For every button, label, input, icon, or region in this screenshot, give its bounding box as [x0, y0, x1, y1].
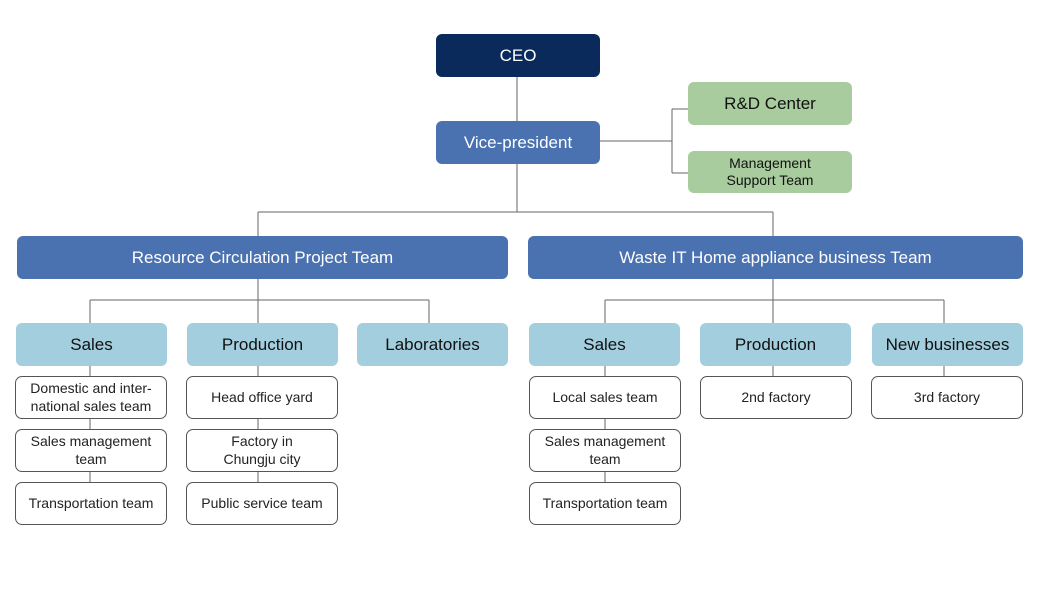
- team-b-sales-unit: Transportation team: [529, 482, 681, 525]
- management-support-box: Management Support Team: [688, 151, 852, 193]
- rd-center-label: R&D Center: [724, 93, 816, 113]
- team-b-new-businesses-label: New businesses: [885, 334, 1010, 354]
- team-b-new-business-unit: 3rd factory: [871, 376, 1023, 419]
- team-a-production-unit: Head office yard: [186, 376, 338, 419]
- management-support-label: Management Support Team: [726, 155, 814, 188]
- team-waste-it-label: Waste IT Home appliance business Team: [619, 247, 932, 267]
- rd-center-box: R&D Center: [688, 82, 852, 125]
- team-b-sales-dept: Sales: [529, 323, 680, 366]
- team-a-sales-label: Sales: [70, 334, 113, 354]
- team-a-laboratories-label: Laboratories: [385, 334, 480, 354]
- team-a-production-label: Production: [221, 334, 304, 354]
- team-b-sales-label: Sales: [583, 334, 626, 354]
- team-b-production-unit: 2nd factory: [700, 376, 852, 419]
- team-b-production-dept: Production: [700, 323, 851, 366]
- team-resource-circulation: Resource Circulation Project Team: [17, 236, 508, 279]
- team-a-sales-unit: Domestic and inter-national sales team: [15, 376, 167, 419]
- team-b-new-businesses-dept: New businesses: [872, 323, 1023, 366]
- ceo-box: CEO: [436, 34, 600, 77]
- team-a-sales-unit: Sales management team: [15, 429, 167, 472]
- team-a-production-dept: Production: [187, 323, 338, 366]
- team-a-laboratories-dept: Laboratories: [357, 323, 508, 366]
- team-a-production-unit: Factory in Chungju city: [186, 429, 338, 472]
- team-b-sales-unit: Local sales team: [529, 376, 681, 419]
- team-b-production-label: Production: [734, 334, 817, 354]
- team-a-sales-unit: Transportation team: [15, 482, 167, 525]
- vice-president-label: Vice-president: [463, 132, 573, 152]
- team-resource-circulation-label: Resource Circulation Project Team: [131, 247, 394, 267]
- team-waste-it: Waste IT Home appliance business Team: [528, 236, 1023, 279]
- team-a-sales-dept: Sales: [16, 323, 167, 366]
- ceo-label: CEO: [499, 45, 537, 65]
- vice-president-box: Vice-president: [436, 121, 600, 164]
- team-b-sales-unit: Sales management team: [529, 429, 681, 472]
- team-a-production-unit: Public service team: [186, 482, 338, 525]
